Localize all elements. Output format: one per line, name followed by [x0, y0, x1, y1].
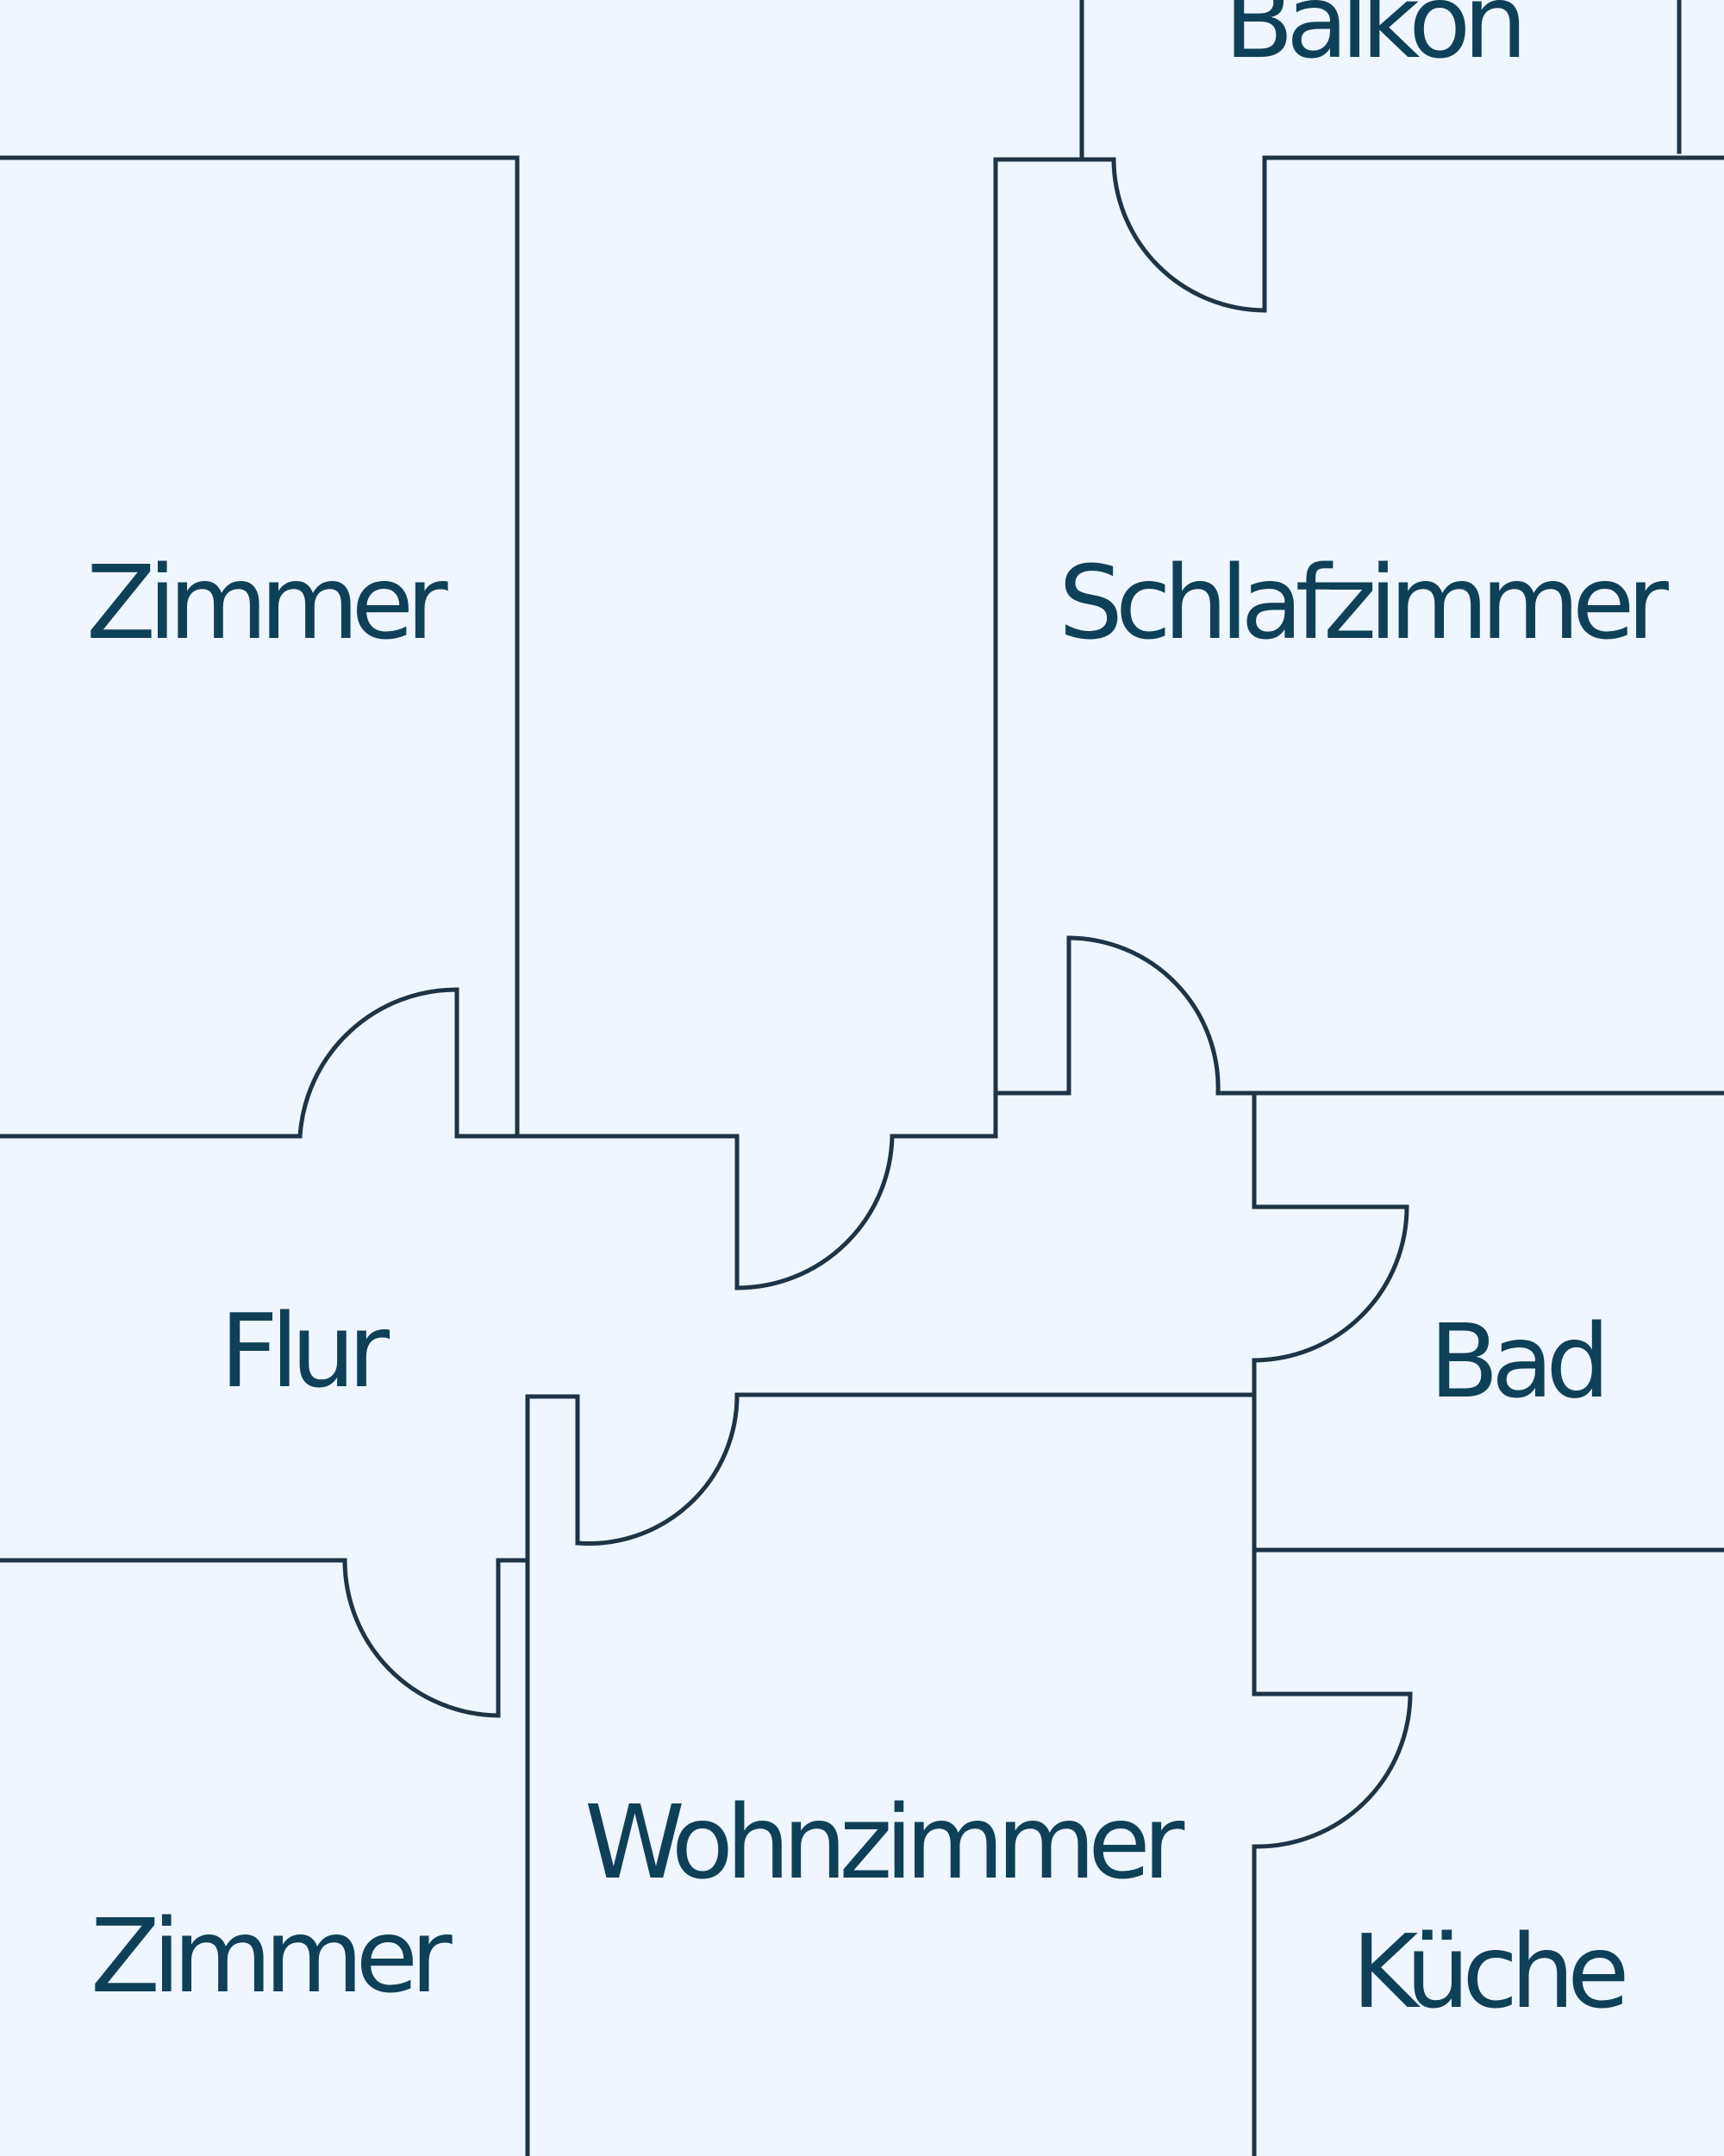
wall-schlafzimmer-top-right — [1262, 155, 1724, 313]
door-zimmer-bottom — [342, 1559, 499, 1718]
wall-zimmer-top — [0, 155, 520, 1139]
room-label-zimmer-bottom: Zimmer — [91, 1897, 453, 2015]
door-wohnzimmer — [577, 1394, 740, 1546]
wall-schlafzimmer-bottom — [993, 935, 1071, 1096]
room-label-schlafzimmer: Schlafzimmer — [1059, 543, 1669, 662]
door-schlafzimmer — [1068, 935, 1221, 1094]
wall-flur-bottom-stub — [525, 1394, 580, 2156]
room-label-bad: Bad — [1429, 1302, 1602, 1421]
door-zimmer-top — [297, 987, 458, 1137]
room-label-wohnzimmer: Wohnzimmer — [584, 1783, 1185, 1902]
door-bad — [1253, 1204, 1409, 1363]
wall-flur-top-mid — [454, 987, 740, 1290]
door-balkon — [1111, 159, 1265, 313]
room-label-kueche: Küche — [1352, 1912, 1625, 2031]
doors — [297, 159, 1413, 1849]
door-kueche — [1253, 1691, 1413, 1849]
room-label-zimmer-top: Zimmer — [86, 543, 448, 662]
room-labels: Balkon Zimmer Schlafzimmer Flur Bad Wohn… — [86, 0, 1677, 2031]
room-label-balkon: Balkon — [1224, 0, 1520, 81]
door-flur-mid — [736, 1135, 895, 1290]
room-label-flur: Flur — [220, 1291, 390, 1410]
wall-zimmer-bottom-right — [496, 1558, 530, 1718]
wall-schlafzimmer-top — [993, 157, 1116, 1139]
